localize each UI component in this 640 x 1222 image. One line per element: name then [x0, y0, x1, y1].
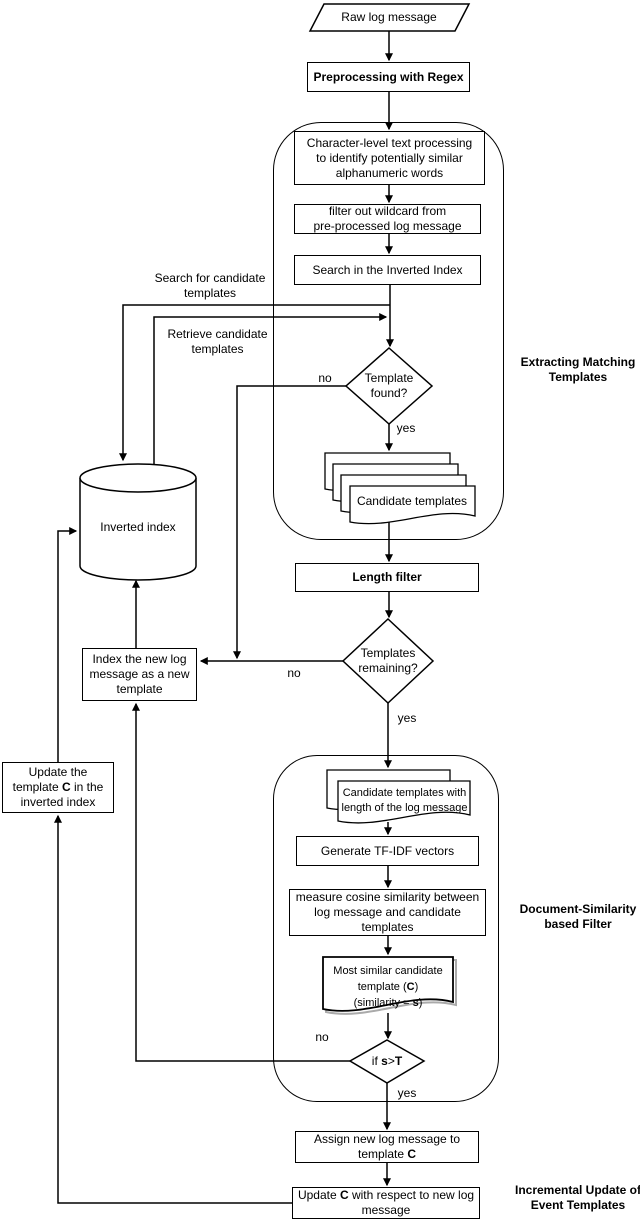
ifst-gt: > — [387, 1054, 395, 1068]
box-assign-label: Assign new log message to template C — [296, 1132, 478, 1162]
diamond-template-found — [344, 346, 434, 426]
edge-label-no-ifst: no — [315, 1030, 329, 1044]
box-cosine-similarity: measure cosine similarity between log me… — [289, 889, 486, 936]
box-assign-to-template: Assign new log message to template C — [295, 1131, 479, 1163]
box-search-inverted-label: Search in the Inverted Index — [312, 262, 463, 277]
arrow-ifst-no — [132, 702, 350, 1062]
edge-label-retrieve-candidates: Retrieve candidate templates — [167, 327, 268, 356]
box-update-template-label: Update the template C in the inverted in… — [3, 765, 113, 810]
diamond-templates-remaining — [341, 617, 435, 705]
box-update-template-in-index: Update the template C in the inverted in… — [2, 762, 114, 813]
parallelogram-raw-log-message — [308, 3, 471, 32]
update-c-pre: Update — [297, 1188, 340, 1202]
box-update-c: Update C with respect to new log message — [292, 1187, 480, 1219]
label-template-found: Template found? — [364, 371, 414, 400]
section-label-extracting-matching: Extracting Matching Templates — [520, 355, 636, 384]
section-label-document-similarity: Document-Similarity based Filter — [519, 902, 637, 931]
edge-label-yes-templates-remaining: yes — [397, 711, 417, 725]
arrow-updatec-to-update-template — [54, 814, 292, 1204]
document-stack-candidates-with-length — [326, 769, 471, 824]
box-length-filter-label: Length filter — [352, 570, 422, 584]
label-candidate-templates: Candidate templates — [356, 494, 468, 508]
update-template-c: C — [61, 780, 71, 794]
label-if-s-greater-t: if s>T — [347, 1054, 427, 1069]
box-update-c-label: Update C with respect to new log message — [293, 1188, 479, 1218]
box-generate-tfidf-label: Generate TF-IDF vectors — [320, 843, 455, 858]
box-preprocessing-label: Preprocessing with Regex — [313, 69, 464, 84]
box-filter-wildcard: filter out wildcard from pre-processed l… — [294, 204, 481, 234]
box-cosine-label: measure cosine similarity between log me… — [295, 890, 480, 934]
box-filter-wildcard-label: filter out wildcard from pre-processed l… — [313, 204, 462, 233]
most-similar-l1: Most similar candidate template ( — [333, 965, 443, 993]
update-template-pre: Update the template — [12, 765, 88, 794]
assign-pre: Assign new log message to template — [313, 1132, 461, 1161]
label-templates-remaining: Templates remaining? — [358, 646, 418, 675]
edge-label-no-template-found: no — [318, 371, 332, 385]
ifst-s: s — [381, 1054, 388, 1068]
group-document-similarity-filter — [273, 755, 499, 1102]
box-length-filter: Length filter — [295, 563, 479, 592]
most-similar-c: C — [406, 981, 415, 993]
arrow-retrieve-candidates — [153, 313, 388, 465]
ifst-pre: if — [371, 1054, 382, 1068]
update-template-post: in the inverted index — [20, 780, 104, 809]
diamond-if-s-greater-t — [348, 1039, 426, 1084]
cylinder-inverted-index — [79, 463, 197, 581]
label-most-similar: Most similar candidate template (C) (sim… — [325, 963, 451, 1011]
ifst-t: T — [394, 1054, 403, 1068]
edge-label-yes-template-found: yes — [396, 421, 416, 435]
edge-label-no-templates-remaining: no — [287, 666, 301, 680]
arrow-search-for-candidates — [119, 304, 390, 462]
box-index-new-template: Index the new log message as a new templ… — [82, 648, 197, 701]
edge-label-yes-ifst: yes — [397, 1086, 417, 1100]
document-most-similar-candidate — [322, 956, 457, 1015]
label-candidates-with-length: Candidate templates with length of the l… — [341, 787, 468, 814]
section-label-incremental-update: Incremental Update of Event Templates — [514, 1183, 640, 1212]
box-character-level-processing: Character-level text processing to ident… — [294, 131, 485, 185]
most-similar-l3post: ) — [418, 997, 423, 1009]
box-generate-tfidf: Generate TF-IDF vectors — [296, 836, 479, 866]
box-index-new-label: Index the new log message as a new templ… — [89, 652, 190, 696]
box-search-inverted-index: Search in the Inverted Index — [294, 255, 481, 285]
arrow-update-template-to-cylinder — [57, 527, 78, 762]
label-inverted-index: Inverted index — [100, 520, 176, 534]
update-c-c: C — [339, 1188, 349, 1202]
most-similar-s: s — [412, 997, 419, 1009]
box-character-level-label: Character-level text processing to ident… — [306, 135, 473, 180]
most-similar-l2post: ) (similarity = — [353, 981, 419, 1009]
arrow-template-found-no — [233, 385, 347, 660]
edge-label-search-for-candidates: Search for candidate templates — [154, 271, 266, 300]
box-preprocessing-with-regex: Preprocessing with Regex — [307, 62, 470, 92]
label-raw-log-message: Raw log message — [341, 10, 437, 24]
document-stack-candidate-templates — [324, 452, 476, 525]
assign-c: C — [407, 1147, 417, 1161]
update-c-post: with respect to new log message — [351, 1188, 475, 1217]
